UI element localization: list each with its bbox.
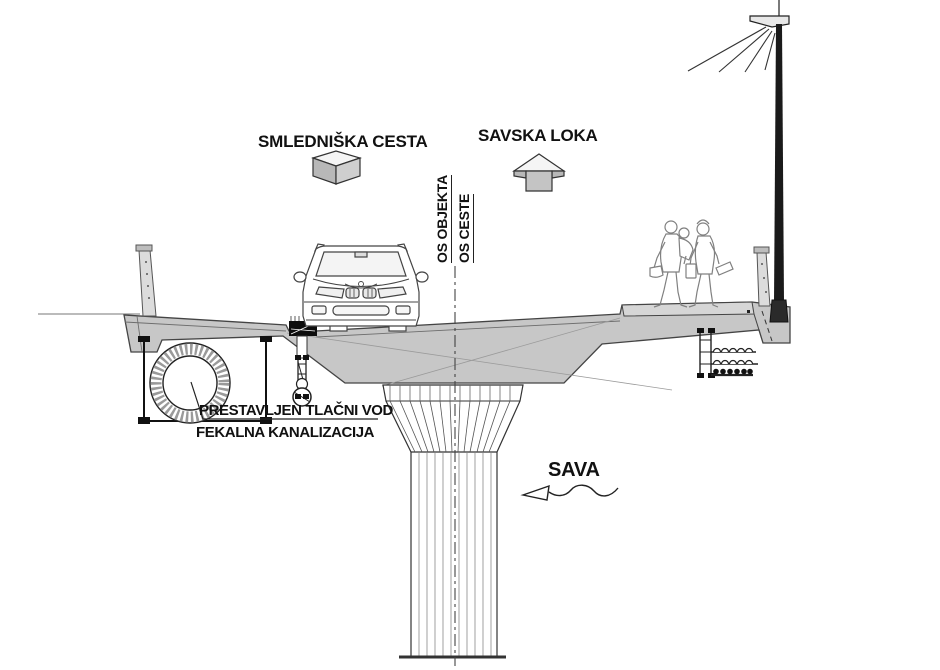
cable-row-bottom — [713, 368, 753, 375]
lamp-base — [769, 299, 789, 323]
pipe-note-leader — [190, 381, 378, 420]
river-flow-arrow-icon — [520, 484, 619, 501]
lamp-head — [749, 15, 790, 28]
pier-capital-fan — [389, 400, 511, 453]
guardrail-post-left — [135, 244, 157, 317]
label-fekalna-kanalizacija: FEKALNA KANALIZACIJA — [196, 424, 375, 441]
box-girder-deck — [123, 301, 791, 391]
light-rays-icon — [687, 26, 776, 73]
label-prestavljen-tlacni-vod: PRESTAVLJEN TLAČNI VOD — [199, 402, 393, 419]
cable-row-top — [712, 347, 754, 353]
relocated-pipe-detail — [138, 336, 378, 424]
block-arrow-up-icon — [512, 153, 566, 192]
pedestrians-drawing — [649, 219, 734, 308]
label-savska-loka: SAVSKA LOKA — [478, 126, 598, 145]
street-lamp — [687, 0, 790, 323]
pipe-inner-circle — [162, 355, 218, 411]
pipe-insulation-ring — [150, 343, 230, 423]
pipe-anchor-and-hanger — [289, 316, 317, 407]
block-arrow-down-icon — [311, 150, 363, 185]
pier — [382, 384, 524, 659]
lamp-pole — [774, 24, 784, 302]
console-bolt — [747, 310, 750, 313]
label-os-objekta: OS OBJEKTA — [434, 175, 452, 263]
pier-column — [399, 452, 506, 659]
label-smledniska-cesta: SMLEDNIŠKA CESTA — [258, 132, 428, 151]
label-sava: SAVA — [548, 459, 600, 481]
guardrail-post-right — [753, 246, 771, 307]
car-drawing — [293, 243, 429, 332]
right-footpath — [621, 301, 755, 317]
label-os-ceste: OS CESTE — [456, 193, 474, 263]
cable-row-middle — [712, 359, 754, 365]
cable-rack — [697, 328, 758, 378]
